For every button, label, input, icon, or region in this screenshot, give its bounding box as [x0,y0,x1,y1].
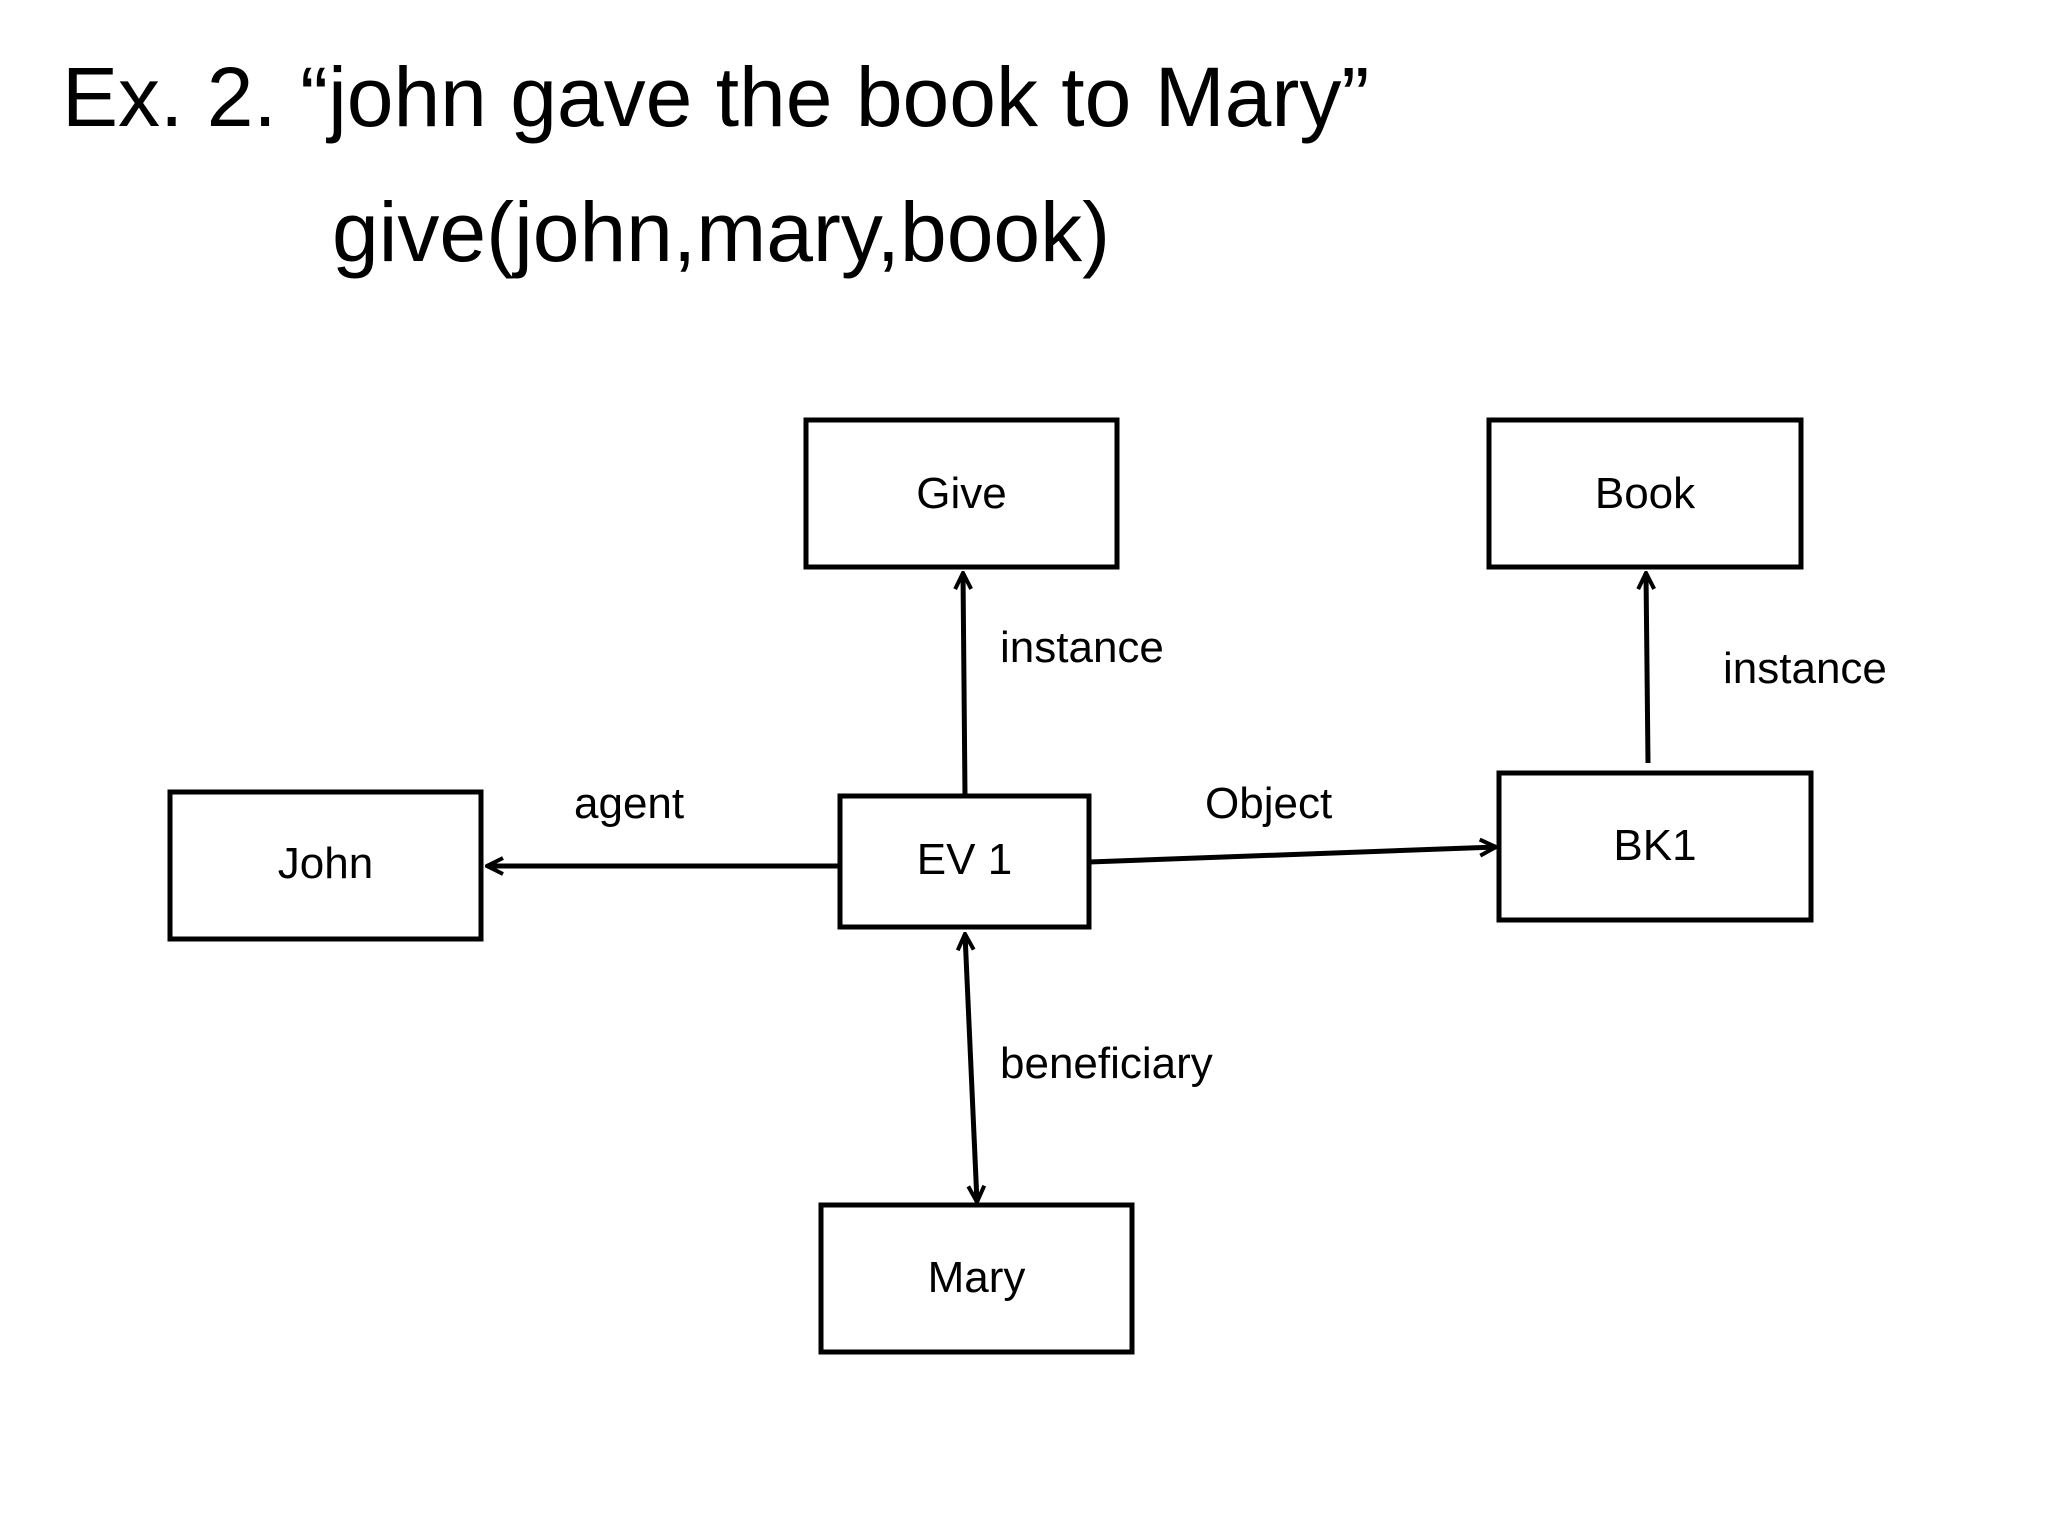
edge-label-ev1-john: agent [574,779,684,828]
slide-formula: give(john,mary,book) [332,185,1111,279]
node-bk1-label: BK1 [1613,821,1696,870]
edge-bk1-book-arrow [1646,573,1648,764]
node-john-label: John [278,839,373,888]
node-give: Give [803,417,1120,570]
node-mary: Mary [818,1202,1135,1355]
edge-label-ev1-bk1: Object [1205,779,1332,828]
edge-label-ev1-mary: beneficiary [1000,1039,1213,1088]
node-mary-label: Mary [928,1253,1026,1302]
edge-ev1-mary-arrow [965,934,977,1202]
node-bk1: BK1 [1496,770,1814,923]
edge-label-bk1-book: instance [1723,644,1887,693]
node-give-label: Give [916,469,1006,518]
edge-ev1-give-arrow [963,573,965,797]
node-book: Book [1486,417,1804,570]
edge-label-ev1-give: instance [1000,623,1164,672]
node-ev1: EV 1 [837,793,1092,930]
slide-title: Ex. 2. “john gave the book to Mary” [62,50,1370,144]
node-john: John [167,789,484,942]
node-ev1-label: EV 1 [917,835,1012,884]
node-book-label: Book [1595,469,1696,518]
edge-ev1-bk1-arrow [1088,847,1496,865]
